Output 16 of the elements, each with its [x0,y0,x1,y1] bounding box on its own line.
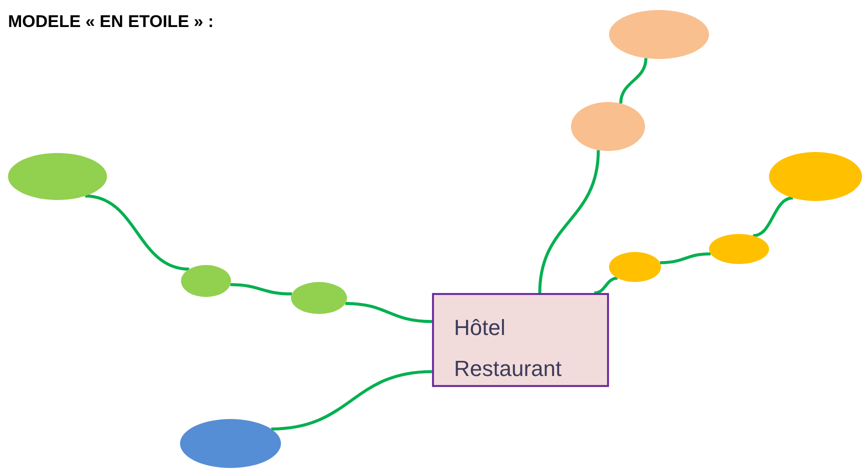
ellipse-shape [769,152,862,201]
diagram-title: MODELE « EN ETOILE » : [8,12,214,32]
ellipse-shape [181,265,231,297]
connector-line [85,194,190,271]
ellipse-shape [291,282,347,314]
hotel-box [432,293,609,387]
connector-line [345,302,432,324]
connector-line [660,252,711,264]
connector-line [271,370,432,430]
connector-line [230,283,292,296]
connector-line [619,58,648,104]
node-label: Hôtel Restaurant [454,314,563,383]
connector-line [752,196,794,238]
connector-line [538,150,600,294]
connector-line [594,276,618,294]
ellipse-shape [609,252,661,282]
